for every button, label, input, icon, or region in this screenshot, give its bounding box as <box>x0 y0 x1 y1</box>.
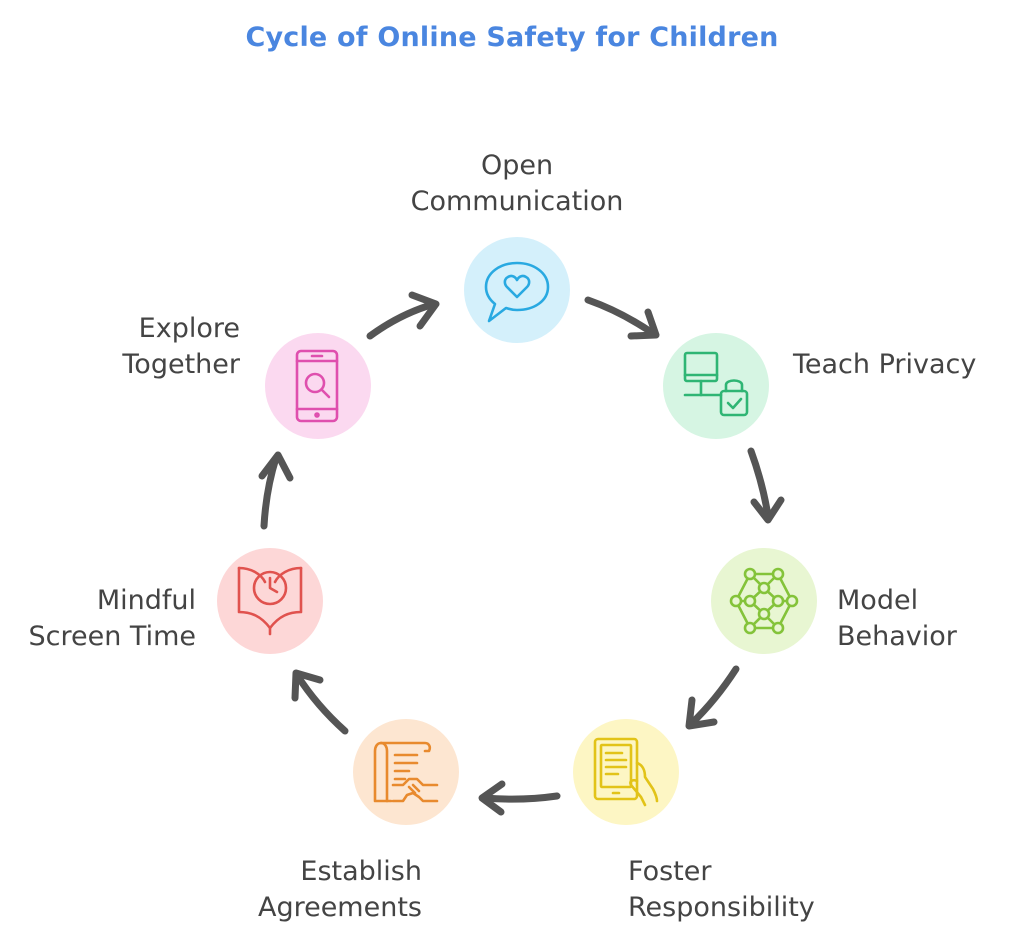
node-model-behavior <box>711 548 817 654</box>
speech-bubble-heart-icon <box>484 261 550 323</box>
label-line: Mindful <box>96 585 196 616</box>
label-line: Agreements <box>257 892 422 923</box>
node-teach-privacy <box>663 333 769 439</box>
arrow-establish-to-mindful <box>291 669 349 735</box>
tablet-hand-icon <box>593 737 659 807</box>
label-model-behavior: Model Behavior <box>837 583 957 655</box>
label-establish-agreements: Establish Agreements <box>222 854 422 926</box>
clock-book-icon <box>237 566 303 636</box>
arrow-mindful-to-explore <box>258 451 294 530</box>
page-title: Cycle of Online Safety for Children <box>245 22 779 53</box>
label-line: Screen Time <box>28 621 196 652</box>
arrow-foster-to-establish <box>478 780 561 816</box>
label-mindful-screen-time: Mindful Screen Time <box>0 583 196 655</box>
network-icon <box>729 567 799 635</box>
label-open-communication: Open Communication <box>398 148 636 220</box>
label-foster-responsibility: Foster Responsibility <box>628 854 815 926</box>
label-line: Teach Privacy <box>793 349 977 380</box>
node-open-communication <box>464 237 570 343</box>
label-teach-privacy: Teach Privacy <box>793 347 976 383</box>
label-line: Together <box>122 349 240 380</box>
label-line: Open <box>480 150 554 181</box>
contract-handshake-icon <box>373 741 439 803</box>
arrow-model-to-foster <box>685 665 740 730</box>
label-line: Model <box>837 585 919 616</box>
label-line: Communication <box>410 186 624 217</box>
label-line: Explore <box>138 313 240 344</box>
label-explore-together: Explore Together <box>40 311 240 383</box>
node-foster-responsibility <box>573 719 679 825</box>
label-line: Behavior <box>837 621 957 652</box>
arrow-explore-to-open <box>366 291 440 340</box>
arrow-open-to-privacy <box>584 296 660 340</box>
arrow-privacy-to-model <box>747 447 785 524</box>
label-line: Establish <box>300 856 422 887</box>
node-mindful-screen-time <box>217 548 323 654</box>
label-line: Foster <box>628 856 712 887</box>
phone-search-icon <box>295 349 339 423</box>
computer-lock-icon <box>683 351 749 417</box>
label-line: Responsibility <box>628 892 815 923</box>
